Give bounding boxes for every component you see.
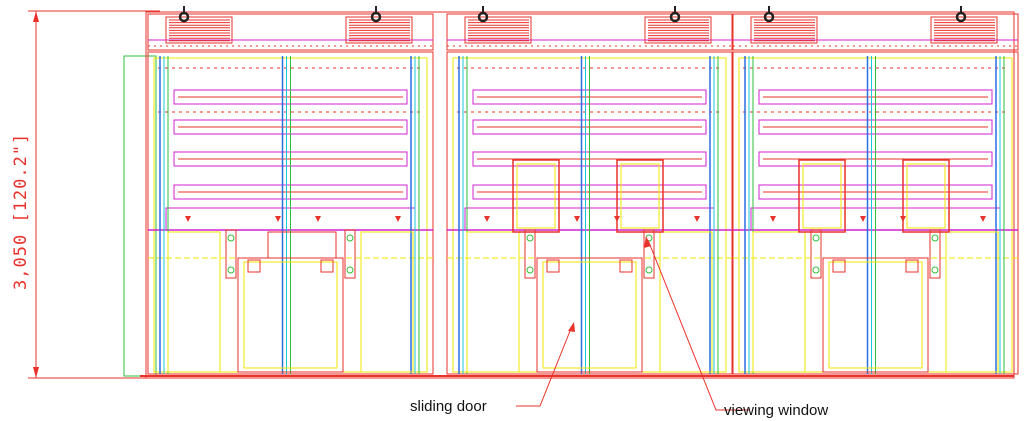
- airflow-arrow-icon: [900, 216, 906, 222]
- airflow-arrow-icon: [395, 216, 401, 222]
- lower-panel-yellow: [659, 231, 713, 373]
- door-handle: [344, 229, 356, 279]
- viewing-window-glass: [906, 163, 946, 229]
- sliding-door-inner: [828, 261, 923, 369]
- cabinet-structure: [123, 6, 1019, 379]
- viewing-window-frame: [512, 159, 560, 233]
- handle-pivot-icon: [812, 234, 820, 242]
- viewing-window-frame: [798, 159, 846, 233]
- header-band: [147, 13, 434, 51]
- door-handle: [643, 229, 655, 279]
- viewing-window-frame: [902, 159, 950, 233]
- lower-panel-yellow: [752, 231, 806, 373]
- fan-grille: [930, 6, 998, 44]
- lower-panel-yellow: [466, 231, 520, 373]
- fan-grille: [464, 6, 532, 44]
- fan-grille: [750, 6, 818, 44]
- door-handle: [524, 229, 536, 279]
- handle-pivot-icon: [346, 266, 354, 274]
- airflow-arrow-icon: [484, 216, 490, 222]
- handle-pivot-icon: [526, 266, 534, 274]
- callout-sliding-door: sliding door: [410, 322, 575, 415]
- left-side-frame: [123, 55, 157, 377]
- lower-panel-yellow: [167, 231, 221, 373]
- viewing-window-glass: [620, 163, 660, 229]
- handle-pivot-icon: [931, 234, 939, 242]
- grille-frame: [464, 16, 532, 44]
- airflow-arrow-icon: [315, 216, 321, 222]
- airflow-arrow-icon: [980, 216, 986, 222]
- door-handle: [225, 229, 237, 279]
- viewing-window-frame: [616, 159, 664, 233]
- lower-panel-yellow: [360, 231, 414, 373]
- sliding-door-panel: [822, 257, 929, 373]
- dimension-arrow-top: [33, 11, 39, 22]
- hinge-bracket: [905, 259, 919, 273]
- overall-outline: [145, 11, 1015, 379]
- airflow-arrow-icon: [694, 216, 700, 222]
- label-viewing-window: viewing window: [724, 402, 828, 419]
- airflow-arrow-icon: [185, 216, 191, 222]
- hinge-bracket: [546, 259, 560, 273]
- dimension-arrow-bottom: [33, 367, 39, 378]
- viewing-window-glass: [802, 163, 842, 229]
- airflow-arrow-icon: [614, 216, 620, 222]
- lower-panel-yellow: [945, 231, 999, 373]
- fan-grille: [165, 6, 233, 44]
- leader-arrow-sliding-door: [568, 322, 575, 332]
- module-middle: [446, 6, 733, 375]
- fan-grille: [345, 6, 413, 44]
- sliding-door-inner: [243, 261, 338, 369]
- header-band: [732, 13, 1019, 51]
- center-panel: [267, 231, 337, 259]
- height-dimension: 3,050 [120.2"]: [11, 10, 160, 379]
- door-handle: [810, 229, 822, 279]
- airflow-arrow-icon: [275, 216, 281, 222]
- handle-pivot-icon: [526, 234, 534, 242]
- module-right: [732, 6, 1019, 375]
- airflow-arrow-icon: [574, 216, 580, 222]
- grille-frame: [165, 16, 233, 44]
- handle-pivot-icon: [931, 266, 939, 274]
- handle-pivot-icon: [645, 266, 653, 274]
- handle-pivot-icon: [227, 266, 235, 274]
- module-left: [147, 6, 434, 375]
- header-band: [446, 13, 733, 51]
- callout-viewing-window: viewing window: [644, 236, 828, 419]
- leader-line-viewing-window: [647, 239, 750, 411]
- airflow-arrow-icon: [860, 216, 866, 222]
- hinge-bracket: [320, 259, 334, 273]
- hinge-bracket: [832, 259, 846, 273]
- sliding-door-inner: [542, 261, 637, 369]
- handle-pivot-icon: [812, 266, 820, 274]
- grille-frame: [750, 16, 818, 44]
- airflow-arrow-icon: [770, 216, 776, 222]
- fan-grille: [644, 6, 712, 44]
- leader-line-sliding-door: [516, 325, 573, 407]
- hinge-bracket: [619, 259, 633, 273]
- sliding-door-panel: [536, 257, 643, 373]
- handle-pivot-icon: [346, 234, 354, 242]
- label-sliding-door: sliding door: [410, 398, 487, 415]
- handle-pivot-icon: [227, 234, 235, 242]
- leader-arrow-viewing-window: [644, 236, 651, 248]
- door-handle: [929, 229, 941, 279]
- viewing-window-glass: [516, 163, 556, 229]
- hinge-bracket: [247, 259, 261, 273]
- dimension-text: 3,050 [120.2"]: [11, 133, 31, 290]
